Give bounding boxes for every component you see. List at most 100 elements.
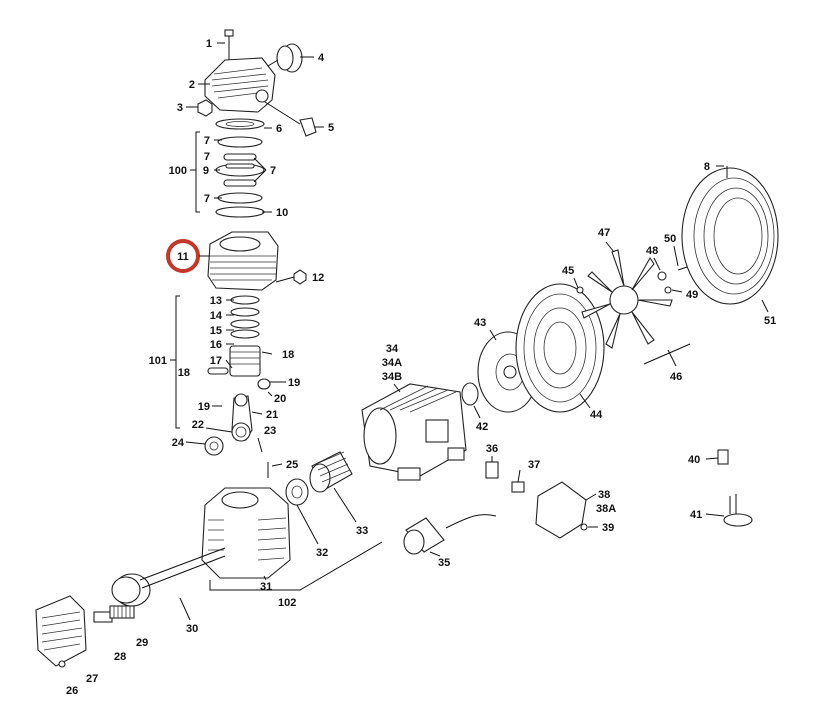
callout-5: 5	[328, 122, 334, 134]
callout-11: 11	[177, 251, 189, 263]
part-screw-23	[257, 437, 263, 453]
callout-35: 35	[438, 557, 450, 569]
callout-47: 47	[598, 227, 610, 239]
callout-37: 37	[528, 459, 540, 471]
callout-7: 7	[204, 151, 210, 163]
callout-23: 23	[264, 425, 276, 437]
callout-9: 9	[203, 165, 209, 177]
callout-26: 26	[66, 685, 78, 697]
callout-43: 43	[474, 317, 486, 329]
callout-22: 22	[192, 419, 204, 431]
callout-34b: 34B	[382, 371, 402, 383]
callout-7: 7	[270, 165, 276, 177]
callout-12: 12	[312, 272, 324, 284]
callout-7: 7	[204, 135, 210, 147]
part-motor-stator-34	[361, 383, 467, 481]
callout-27: 27	[86, 673, 98, 685]
part-crankcase-31	[201, 487, 291, 579]
callout-30: 30	[186, 623, 198, 635]
callout-29: 29	[136, 637, 148, 649]
part-piston-16	[229, 345, 273, 377]
callout-1: 1	[206, 38, 212, 50]
callout-18: 18	[282, 349, 294, 361]
part-crankcase-cover-27	[35, 595, 87, 667]
part-sight-glass-28	[93, 611, 113, 623]
callout-39: 39	[602, 522, 614, 534]
highlight-marker[interactable]: 11	[166, 239, 210, 273]
part-rotor-33	[309, 451, 353, 493]
part-washer-48	[657, 271, 667, 281]
callout-28: 28	[114, 651, 126, 663]
callout-19: 19	[198, 401, 210, 413]
part-crankshaft-30	[111, 547, 226, 607]
part-bearing-24	[204, 436, 224, 456]
callout-19: 19	[288, 377, 300, 389]
callout-33: 33	[356, 525, 368, 537]
part-fitting-37	[511, 481, 525, 493]
callout-3: 3	[177, 102, 183, 114]
callout-15: 15	[210, 325, 222, 337]
callout-18: 18	[178, 367, 190, 379]
callout-32: 32	[316, 547, 328, 559]
part-fan-guard-44	[515, 283, 605, 413]
part-washer-49	[664, 286, 672, 294]
part-connecting-rod-21	[231, 393, 253, 442]
part-bushing-20	[257, 378, 271, 390]
callout-6: 6	[276, 123, 282, 135]
part-switch-36	[485, 461, 499, 479]
callout-41: 41	[690, 509, 702, 521]
callout-13: 13	[210, 295, 222, 307]
callout-4: 4	[318, 52, 325, 64]
callout-46: 46	[670, 371, 682, 383]
part-air-filter-4	[267, 43, 303, 73]
callout-34: 34	[386, 343, 399, 355]
callout-44: 44	[590, 409, 603, 421]
part-screw-26	[58, 660, 66, 668]
callout-25: 25	[286, 459, 298, 471]
callout-20: 20	[274, 393, 286, 405]
part-gasket-6	[215, 118, 265, 130]
callout-21: 21	[266, 409, 278, 421]
callout-49: 49	[686, 289, 698, 301]
callout-100: 100	[169, 165, 187, 177]
part-fan-47	[581, 249, 673, 349]
callout-50: 50	[664, 233, 676, 245]
part-fan-cover-51	[681, 167, 779, 305]
callout-31: 31	[260, 581, 272, 593]
callout-14: 14	[210, 310, 223, 322]
part-bearing-32	[285, 478, 309, 506]
callout-8: 8	[704, 161, 710, 173]
callout-24: 24	[172, 437, 185, 449]
callout-51: 51	[764, 315, 776, 327]
part-terminal-box-38	[535, 481, 587, 539]
callout-40: 40	[688, 454, 700, 466]
callout-101: 101	[149, 355, 167, 367]
part-bearing-42	[461, 382, 479, 406]
part-capacitor-35	[403, 514, 497, 555]
part-nut-12	[275, 269, 307, 285]
part-plug-40	[717, 449, 729, 465]
callout-48: 48	[646, 245, 658, 257]
part-valve-plate-stack	[215, 136, 267, 218]
callout-labels: 1 2 3 4 5 6 7 7 7 7 9 10 100 12 13 14 15…	[66, 38, 776, 697]
part-elbow-5	[264, 101, 317, 137]
leader-lines	[170, 42, 769, 621]
callout-2: 2	[189, 79, 195, 91]
callout-42: 42	[476, 421, 488, 433]
callout-36: 36	[486, 443, 498, 455]
callout-10: 10	[276, 207, 288, 219]
callout-17: 17	[210, 355, 222, 367]
callout-16: 16	[210, 339, 222, 351]
callout-38: 38	[598, 489, 610, 501]
part-cable-41	[723, 494, 753, 527]
callout-102: 102	[278, 597, 296, 609]
part-rod-46	[643, 343, 691, 365]
callout-7: 7	[204, 193, 210, 205]
part-piston-rings	[230, 295, 260, 339]
callout-38a: 38A	[596, 503, 616, 515]
part-pin-17	[207, 367, 229, 375]
part-plug-3	[197, 99, 213, 117]
part-cylinder-11	[207, 231, 279, 291]
part-filter-29	[109, 605, 135, 619]
